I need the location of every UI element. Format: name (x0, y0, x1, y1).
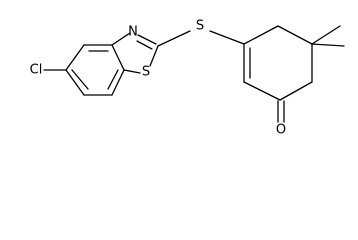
c-s-bond (157, 30, 191, 47)
nitrogen-atom-label: N (128, 25, 138, 40)
bond (149, 45, 159, 67)
chemical-structure-diagram: Cl N S S O (30, 19, 345, 138)
bond (279, 81, 313, 101)
double-bond-inner (71, 69, 89, 90)
bond (243, 81, 281, 101)
structure-canvas: Cl N S S O (29, 18, 345, 138)
thioether-sulfur-atom-label: S (196, 19, 204, 34)
double-bond-inner (136, 40, 153, 50)
benzene-ring (65, 44, 125, 96)
bond (277, 25, 313, 45)
bond (243, 25, 279, 45)
bond (65, 44, 85, 71)
thiazole-ring (111, 32, 159, 74)
bond (65, 69, 85, 96)
bond (111, 32, 131, 46)
bond (123, 69, 141, 74)
double-bond (137, 34, 157, 45)
methyl-bond (311, 25, 341, 45)
s-c-bond (209, 30, 245, 45)
thiazole-sulfur-atom-label: S (142, 65, 150, 80)
methyl-bond (311, 43, 345, 47)
cyclohexenone-ring (243, 25, 313, 101)
chlorine-atom-label: Cl (30, 63, 43, 78)
bond (111, 69, 125, 96)
oxygen-atom-label: O (276, 123, 286, 138)
bond (111, 44, 125, 71)
double-bond-inner (107, 69, 119, 90)
